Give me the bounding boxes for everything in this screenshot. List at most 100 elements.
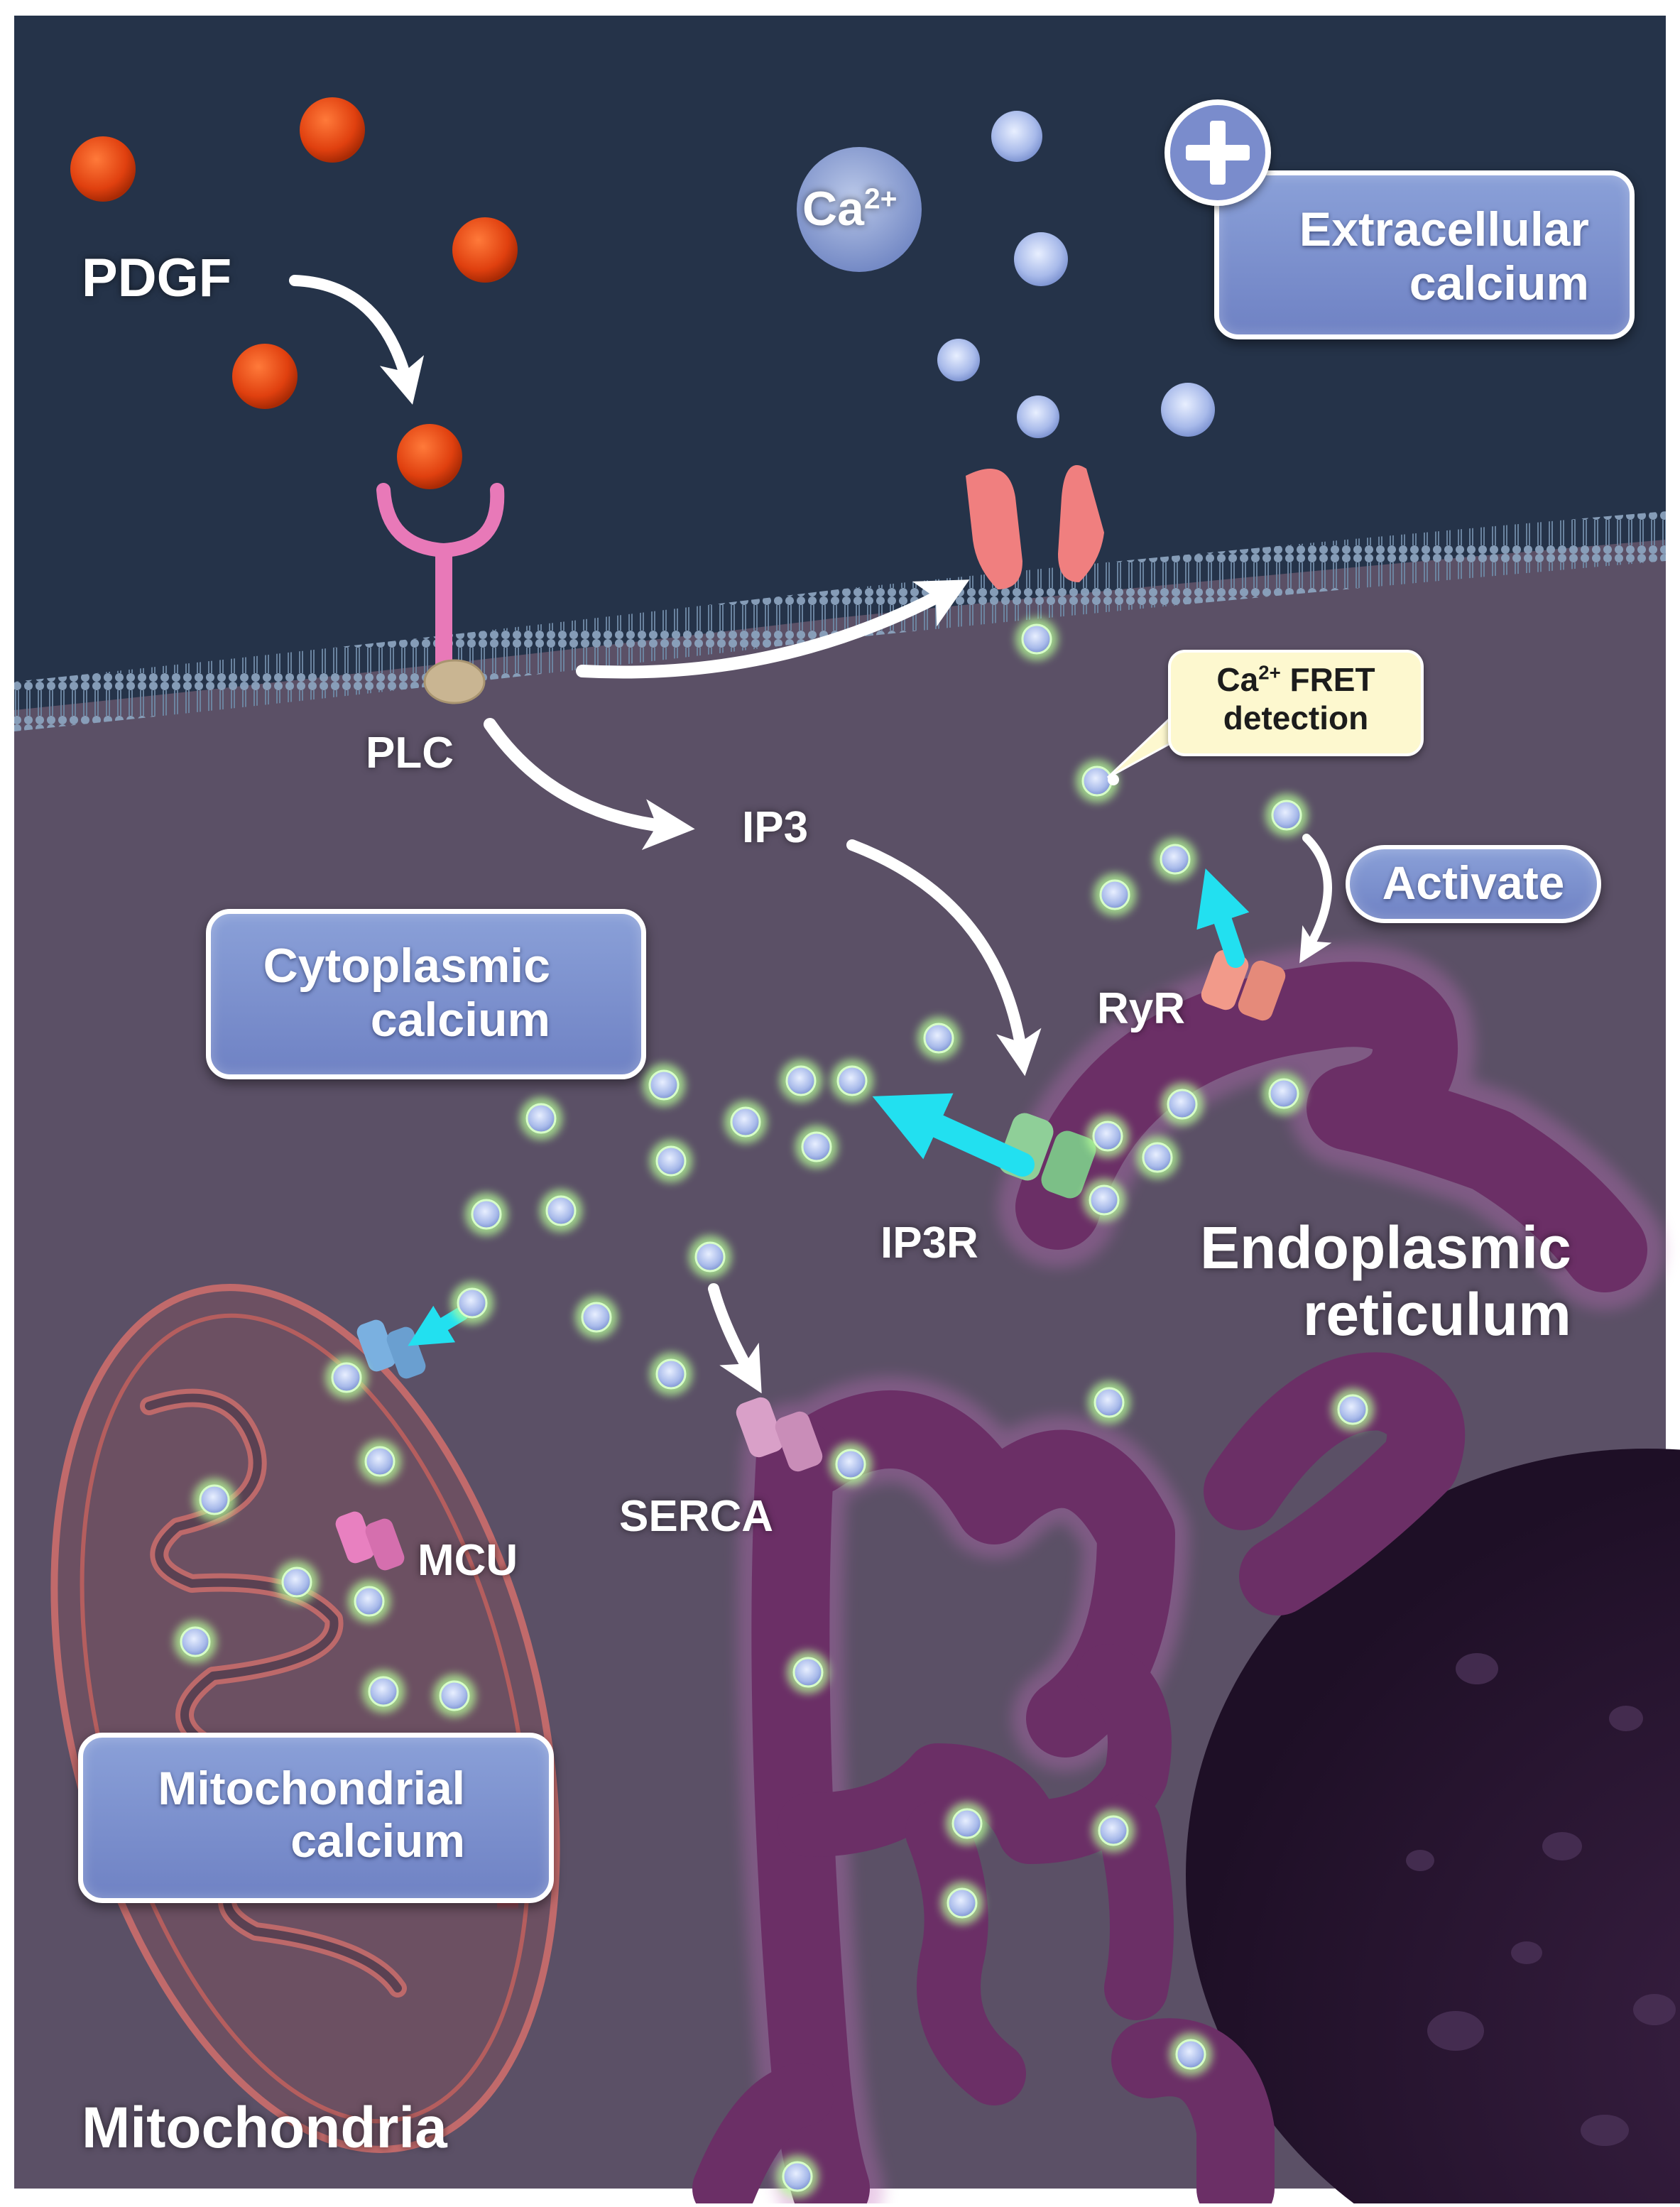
cytoplasmic-calcium-box — [206, 909, 646, 1079]
pdgf-ball — [300, 97, 365, 163]
activate-text: Activate — [1382, 856, 1565, 909]
calcium-ion — [1099, 879, 1130, 910]
extracellular-line1: Extracellular — [1299, 202, 1589, 256]
efflux-arrows — [408, 868, 1250, 1346]
calcium-ion — [525, 1103, 557, 1134]
extracellular-ions — [937, 111, 1215, 438]
mitochondrial-calcium-box — [78, 1733, 554, 1903]
extracellular-line2: calcium — [1409, 256, 1589, 311]
plc-label: PLC — [366, 729, 454, 778]
calcium-ion — [937, 339, 980, 381]
extracellular-calcium-box — [1214, 170, 1635, 339]
calcium-channel — [966, 465, 1104, 589]
activate-box — [1346, 845, 1601, 923]
mcu-uniporter — [335, 1511, 405, 1571]
plc-enzyme — [423, 659, 486, 704]
calcium-ion — [1271, 800, 1302, 831]
pdgf-receptor — [376, 483, 505, 675]
nucleus-spots — [1406, 1653, 1676, 2146]
calcium-ion — [1167, 1089, 1198, 1120]
calcium-ion — [730, 1106, 761, 1138]
calcium-ion — [991, 111, 1042, 162]
pdgf-ball — [232, 344, 298, 409]
serca-label: SERCA — [619, 1492, 774, 1541]
calcium-ion — [655, 1358, 687, 1390]
calcium-ion — [836, 1065, 868, 1096]
calcium-ion — [782, 2161, 813, 2192]
calcium-ion — [1089, 1184, 1120, 1216]
mitochondrial-line2: calcium — [290, 1814, 465, 1867]
arrow-ion-to-ryr — [1299, 834, 1332, 964]
pdgf-ligands — [70, 97, 518, 489]
calcium-ion — [1337, 1394, 1368, 1425]
plus-icon — [1164, 99, 1271, 206]
calcium-ion — [801, 1131, 832, 1162]
calcium-ion — [457, 1287, 488, 1319]
calcium-ion — [1098, 1815, 1129, 1846]
pdgf-ball — [452, 217, 518, 283]
er-label: Endoplasmic reticulum — [1200, 1214, 1571, 1348]
calcium-ion — [1017, 396, 1059, 438]
calcium-sphere — [797, 147, 922, 272]
calcium-ion — [1160, 844, 1191, 875]
arrow-to-mito — [408, 1305, 469, 1346]
calcium-ion — [1081, 765, 1113, 797]
pathway-arrows — [289, 275, 1332, 1394]
er-label-line1: Endoplasmic — [1200, 1214, 1571, 1281]
calcium-ion — [1092, 1121, 1123, 1152]
calcium-ion — [199, 1484, 230, 1515]
arrow-pdgf-to-receptor — [289, 275, 425, 405]
intracellular-ions — [174, 618, 1374, 2198]
calcium-ion — [792, 1657, 824, 1688]
calcium-ion — [785, 1065, 817, 1096]
nucleus — [1186, 1449, 1680, 2207]
pdgf-label: PDGF — [82, 248, 232, 308]
calcium-ion — [648, 1069, 680, 1101]
arrow-ion-to-serca — [708, 1283, 762, 1394]
calcium-ion — [180, 1626, 211, 1657]
arrow-plc-to-channel — [576, 579, 970, 679]
arrow-plc-to-ip3 — [484, 718, 695, 851]
mitochondrial-line1: Mitochondrial — [158, 1762, 465, 1814]
calcium-ion — [581, 1302, 612, 1333]
ip3-label: IP3 — [742, 803, 809, 852]
cytoplasmic-line1: Cytoplasmic — [263, 939, 550, 993]
fret-detection-callout — [1168, 650, 1424, 756]
pdgf-ball — [70, 136, 136, 202]
pdgf-ball — [397, 424, 462, 489]
arrow-ryr-efflux — [1196, 868, 1250, 968]
arrow-ip3-to-ip3r — [846, 839, 1042, 1077]
ryr-label: RyR — [1097, 984, 1186, 1033]
calcium-ion — [1142, 1142, 1173, 1173]
calcium-ion — [368, 1676, 399, 1707]
calcium-ion — [947, 1887, 978, 1919]
calcium-ion — [439, 1680, 470, 1711]
serca-pump — [736, 1397, 823, 1472]
calcium-ion — [471, 1199, 502, 1230]
cytoplasmic-calcium-text: Cytoplasmic calcium — [213, 939, 550, 1047]
fret-line2: detection — [1223, 699, 1369, 737]
calcium-ion — [545, 1195, 577, 1226]
fret-detection-text: Ca2+ FRET detection — [1168, 660, 1424, 738]
ip3r-label: IP3R — [880, 1219, 978, 1268]
calcium-ion — [281, 1566, 312, 1598]
fret-line1: Ca2+ FRET — [1216, 661, 1375, 698]
ca-charge: 2+ — [863, 182, 898, 215]
ca-symbol: Ca — [802, 182, 864, 236]
calcium-ion — [331, 1362, 362, 1393]
calcium-ion — [1093, 1387, 1125, 1418]
calcium-ion — [1175, 2039, 1206, 2070]
calcium-ion — [655, 1145, 687, 1177]
calcium-ion — [1014, 232, 1068, 286]
calcium-ion — [694, 1241, 726, 1273]
er-label-line2: reticulum — [1302, 1281, 1571, 1348]
calcium-ion — [354, 1586, 385, 1617]
calcium-ion — [923, 1023, 954, 1054]
calcium-ion — [364, 1446, 396, 1477]
calcium-ion — [835, 1449, 866, 1480]
calcium-sphere-label: Ca2+ — [802, 181, 897, 236]
mitochondria-label: Mitochondria — [82, 2096, 447, 2160]
calcium-ion — [951, 1808, 983, 1839]
